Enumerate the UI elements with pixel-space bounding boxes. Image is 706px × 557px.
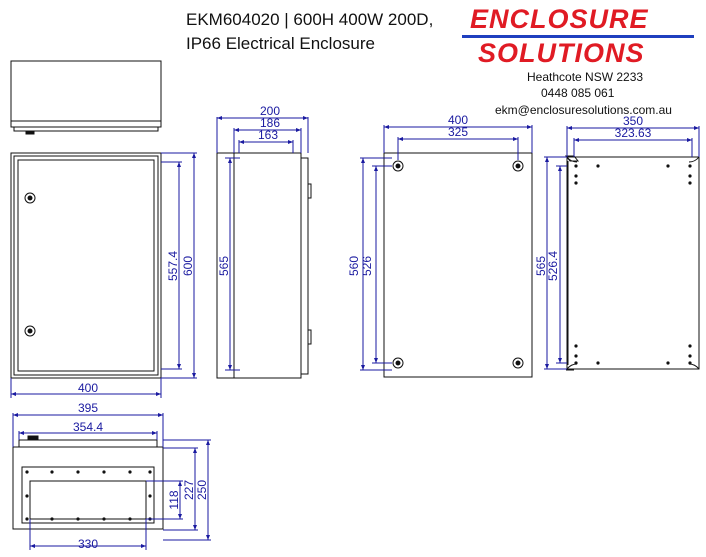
front-view [10,152,162,379]
bottom-view-dimensions [12,413,211,550]
top-view-body [10,60,162,122]
mounting-plate [564,155,700,371]
label-bottom-height-mid: 227 [182,480,196,500]
front-view-door [13,155,159,376]
label-bottom-cutout-width: 330 [78,537,98,551]
plate-slot-holes [574,164,692,365]
label-side-depth-mid: 186 [260,116,280,130]
label-side-height: 565 [217,256,231,276]
brand-word-enclosure: ENCLOSURE [470,4,649,34]
side-view-dimensions [216,116,309,371]
label-plate-height-outer: 565 [534,256,548,276]
label-front-width: 400 [78,381,98,395]
label-back-height-inner: 526 [360,256,374,276]
label-front-inner-height: 557.4 [166,251,180,281]
mounting-hole-icon [392,357,404,369]
back-view-body [383,152,533,378]
mounting-hole-icon [512,160,524,172]
side-view [216,152,312,379]
label-plate-width-outer: 350 [623,114,643,128]
mounting-plate-dimensions [544,126,700,370]
top-view-hinge-strip [13,126,159,132]
label-back-height-outer: 560 [347,256,361,276]
gland-plate-bolts [25,470,152,521]
label-bottom-width-inner: 354.4 [73,420,103,434]
gland-plate-cutout [29,480,147,520]
front-view-lock-icon [24,192,36,204]
brand-word-solutions: SOLUTIONS [478,38,645,68]
bottom-view-body [12,446,164,530]
title-line-2: IP66 Electrical Enclosure [186,34,375,53]
label-back-width-outer: 400 [448,113,468,127]
top-view-latch [25,130,35,135]
bottom-view [12,435,164,530]
label-side-depth-inner: 163 [258,128,278,142]
bottom-view-lip [18,439,158,448]
contact-email[interactable]: ekm@enclosuresolutions.com.au [495,103,672,117]
label-plate-height-inner: 526.4 [546,251,560,281]
label-back-width-holes: 325 [448,125,468,139]
brand-divider [462,35,694,38]
side-view-door [300,157,309,375]
back-view-dimensions [360,125,533,371]
front-view-dimensions [10,152,197,398]
side-view-hinge [307,183,312,199]
front-view-lock-icon [24,325,36,337]
title-line-1: EKM604020 | 600H 400W 200D, [186,10,434,29]
label-bottom-height-outer: 250 [195,480,209,500]
label-bottom-cutout-height: 118 [167,490,181,509]
front-view-body [10,152,162,379]
side-view-hinge [307,329,312,345]
label-bottom-width-outer: 395 [78,401,98,415]
label-plate-width-inner: 323.63 [615,126,652,140]
mounting-plate-outline [566,156,700,370]
label-front-height: 600 [181,256,195,276]
top-view-lip [10,120,162,128]
back-view [383,152,533,378]
mounting-hole-icon [512,357,524,369]
top-view [10,60,162,135]
gland-plate [21,466,155,524]
contact-phone: 0448 085 061 [541,86,615,100]
mounting-hole-icon [392,160,404,172]
label-side-depth-outer: 200 [260,104,280,118]
contact-location: Heathcote NSW 2233 [527,70,644,84]
front-view-door-inner [17,159,155,372]
